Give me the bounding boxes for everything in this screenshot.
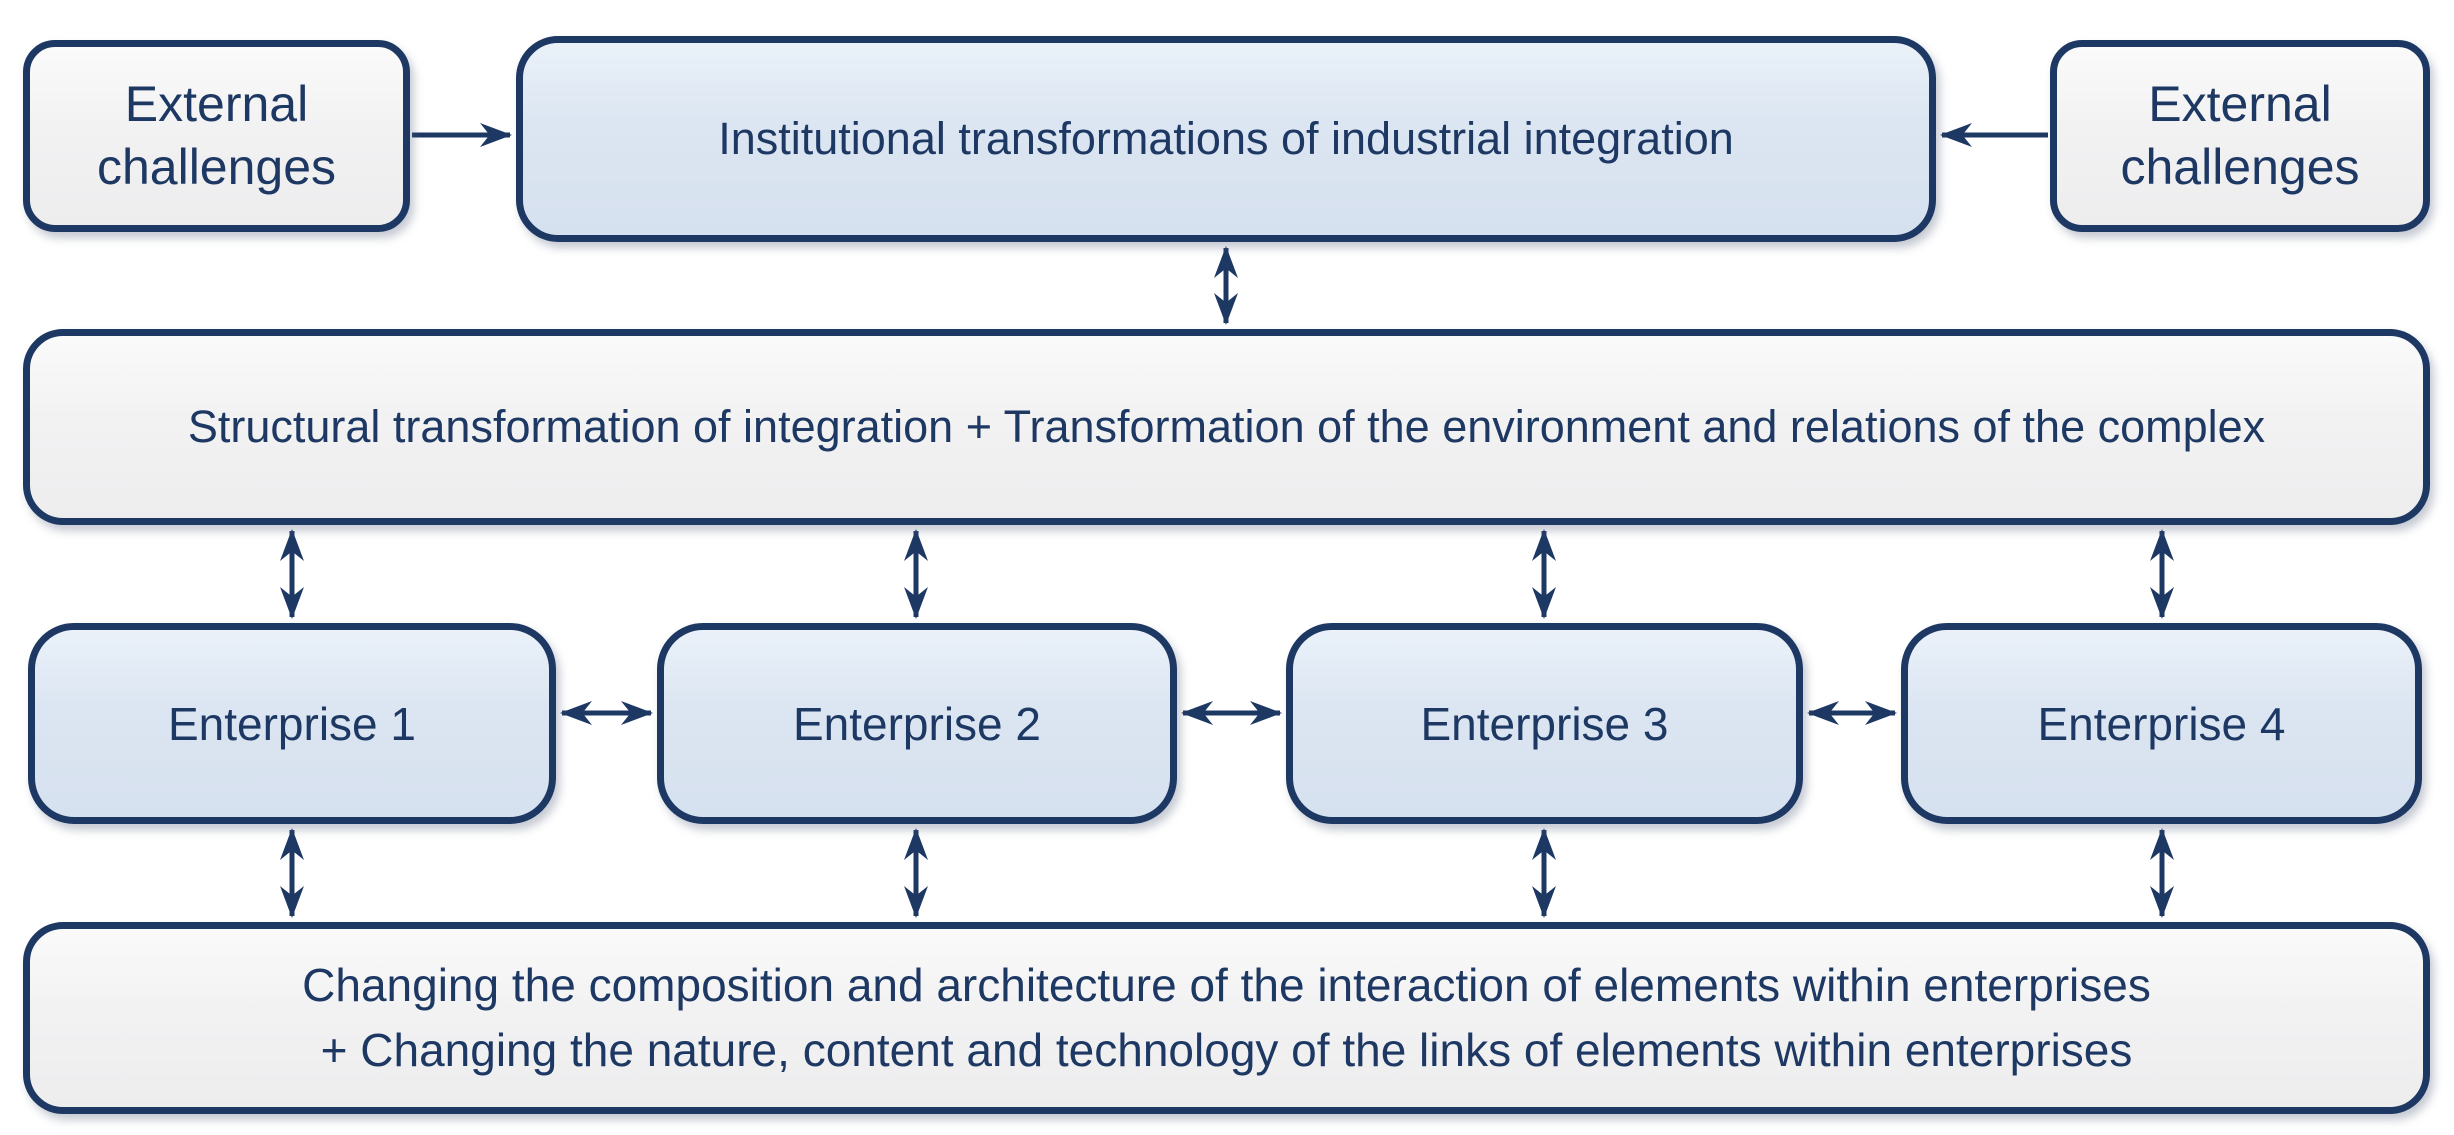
box-structural-transformation: Structural transformation of integration… xyxy=(23,329,2430,525)
box-institutional-transformations: Institutional transformations of industr… xyxy=(516,36,1936,242)
box-external-challenges-left: External challenges xyxy=(23,40,410,232)
enterprise-1-label: Enterprise 1 xyxy=(167,697,416,750)
enterprise-4-label: Enterprise 4 xyxy=(2037,697,2286,750)
structural-transformation-label: Structural transformation of integration… xyxy=(187,401,2266,452)
enterprise-2-label: Enterprise 2 xyxy=(792,697,1041,750)
internal-change-line2: + Changing the nature, content and techn… xyxy=(320,1024,2133,1076)
external-challenges-left-label: External challenges xyxy=(96,76,337,195)
box-external-challenges-right: External challenges xyxy=(2050,40,2430,232)
box-internal-change: Changing the composition and architectur… xyxy=(23,922,2430,1114)
box-enterprise-2: Enterprise 2 xyxy=(657,623,1177,824)
enterprise-3-label: Enterprise 3 xyxy=(1420,697,1669,750)
internal-change-line1: Changing the composition and architectur… xyxy=(302,958,2151,1011)
institutional-transformations-label: Institutional transformations of industr… xyxy=(718,113,1734,164)
box-enterprise-1: Enterprise 1 xyxy=(28,623,556,824)
box-enterprise-3: Enterprise 3 xyxy=(1286,623,1803,824)
box-enterprise-4: Enterprise 4 xyxy=(1901,623,2422,824)
external-challenges-right-label: External challenges xyxy=(2120,76,2360,195)
